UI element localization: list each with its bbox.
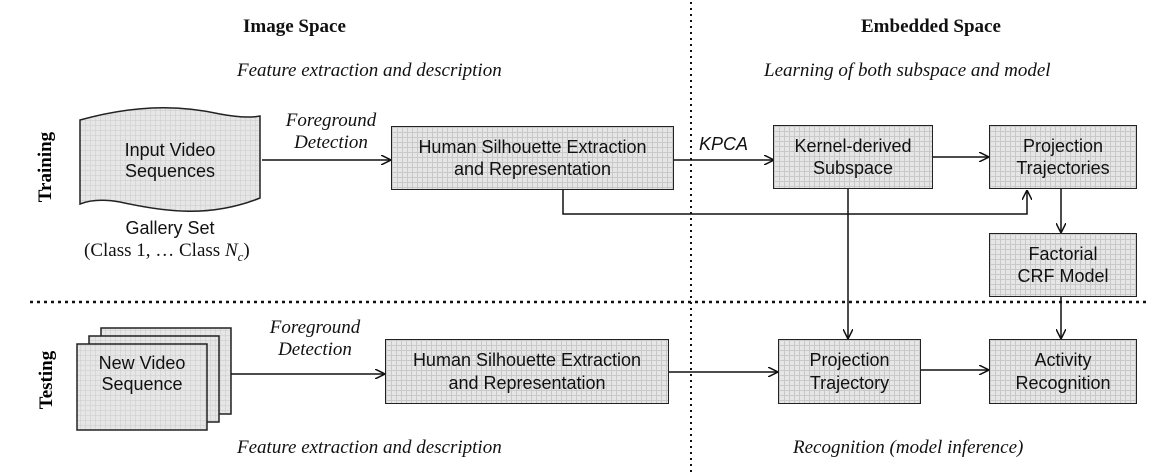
kpca-label: KPCA — [699, 134, 749, 154]
header-image-space: Image Space — [243, 16, 346, 37]
training-input-line2: Sequences — [124, 160, 216, 181]
training-foreground-line2: Detection — [294, 131, 368, 153]
header-embedded-space: Embedded Space — [861, 16, 1001, 37]
training-silhouette-line2: and Representation — [453, 159, 612, 179]
gallery-class-sub: c — [237, 248, 244, 264]
testing-silhouette-line1: Human Silhouette Extraction — [412, 350, 642, 370]
training-input-label: Input Video Sequences — [96, 140, 244, 181]
testing-foreground-line2: Detection — [278, 338, 352, 360]
activity-recognition-line2: Recognition — [1015, 372, 1111, 393]
factorial-crf-line1: Factorial — [1028, 243, 1098, 264]
gallery-class-suffix: ) — [243, 240, 250, 261]
projection-trajectories-box: Projection Trajectories — [989, 125, 1137, 189]
testing-projection-line1: Projection — [809, 350, 890, 370]
training-input-line1: Input Video — [124, 140, 216, 160]
kernel-subspace-line2: Subspace — [812, 158, 894, 178]
testing-input-label: New Video Sequence — [79, 353, 205, 394]
training-foreground-line1: Foreground — [285, 110, 377, 131]
training-foreground-label: Foreground Detection — [276, 110, 386, 154]
testing-input-line1: New Video — [98, 353, 186, 373]
testing-projection-box: Projection Trajectory — [778, 339, 921, 404]
gallery-set-label: Gallery Set — [125, 218, 215, 238]
training-input-shape — [79, 107, 261, 212]
subtitle-bottom-right: Recognition (model inference) — [793, 437, 1024, 458]
row-label-training: Training — [35, 131, 56, 203]
kernel-subspace-box: Kernel-derived Subspace — [773, 125, 933, 189]
gallery-class-var: N — [224, 240, 238, 261]
testing-input-line2: Sequence — [101, 373, 183, 394]
factorial-crf-box: Factorial CRF Model — [989, 233, 1137, 297]
gallery-class-range: (Class 1, … Class Nc) — [84, 240, 250, 265]
subtitle-top-left: Feature extraction and description — [237, 60, 502, 81]
projection-trajectories-line2: Trajectories — [1016, 158, 1110, 178]
testing-silhouette-line2: and Representation — [448, 372, 606, 393]
gallery-class-prefix: (Class 1, … Class — [84, 240, 225, 261]
factorial-crf-line2: CRF Model — [1017, 266, 1109, 286]
testing-silhouette-box: Human Silhouette Extraction and Represen… — [385, 339, 669, 404]
projection-trajectories-line1: Projection — [1022, 135, 1104, 156]
testing-input-page-front — [76, 343, 208, 431]
activity-recognition-line1: Activity — [1034, 350, 1092, 370]
training-silhouette-line1: Human Silhouette Extraction — [418, 136, 647, 157]
testing-projection-line2: Trajectory — [809, 372, 890, 393]
testing-foreground-label: Foreground Detection — [260, 317, 370, 361]
activity-recognition-box: Activity Recognition — [989, 339, 1137, 404]
row-label-testing: Testing — [36, 350, 57, 410]
testing-foreground-line1: Foreground — [269, 317, 361, 338]
subtitle-top-right: Learning of both subspace and model — [764, 60, 1051, 81]
training-silhouette-box: Human Silhouette Extraction and Represen… — [391, 126, 674, 190]
kernel-subspace-line1: Kernel-derived — [794, 135, 912, 156]
subtitle-bottom-left: Feature extraction and description — [237, 437, 502, 458]
arrow-silhouette-to-projection — [562, 189, 1027, 215]
